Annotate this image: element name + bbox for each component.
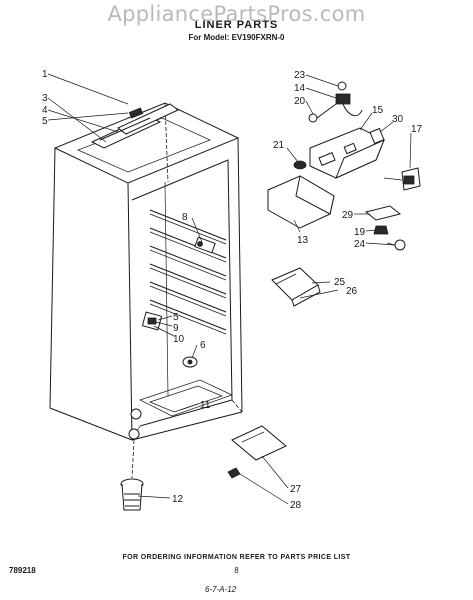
callout-30: 30 — [392, 114, 404, 125]
thermostat-parts — [293, 81, 363, 170]
callout-5b: 5 — [173, 312, 179, 323]
callout-21: 21 — [273, 140, 285, 151]
liner-front-edge — [49, 147, 56, 409]
callout-28: 28 — [290, 500, 302, 511]
callout-15: 15 — [372, 105, 384, 116]
callout-11: 11 — [200, 400, 211, 411]
callout-29: 29 — [342, 210, 354, 221]
liner-front-right-edge — [127, 182, 133, 441]
diagram-title: LINER PARTS — [194, 19, 279, 31]
callout-3: 3 — [42, 93, 48, 104]
callout-8: 8 — [182, 212, 188, 223]
switch-part — [383, 167, 421, 191]
watermark: AppliancePartsPros.com — [107, 2, 366, 26]
callout-24: 24 — [354, 239, 366, 250]
top-trim-parts — [90, 103, 179, 149]
deflector-part — [271, 267, 321, 307]
callout-12: 12 — [172, 494, 184, 505]
model-label: For Model: EV190FXRN-0 — [188, 33, 285, 42]
callout-4: 4 — [42, 105, 48, 116]
shelf-rails — [149, 209, 227, 335]
liner-back-edge — [237, 137, 243, 413]
drain-parts — [120, 408, 287, 511]
callout-25: 25 — [334, 277, 346, 288]
callout-5: 5 — [42, 116, 48, 127]
document-number: 789218 — [9, 566, 36, 575]
control-housing — [267, 127, 385, 229]
callout-20: 20 — [294, 96, 306, 107]
liner-cabinet — [49, 102, 243, 441]
page-number: 8 — [234, 566, 239, 575]
callout-26: 26 — [346, 286, 358, 297]
callout-27: 27 — [290, 484, 302, 495]
callout-13: 13 — [297, 235, 309, 246]
callout-14: 14 — [294, 83, 306, 94]
leader-lines — [47, 73, 412, 505]
handwritten-note: 6-7-A-12 — [205, 585, 237, 594]
callout-6: 6 — [200, 340, 206, 351]
callout-17: 17 — [411, 124, 423, 135]
callout-labels: 1 3 4 5 23 14 20 15 30 17 21 13 29 19 24… — [42, 69, 423, 511]
callout-23: 23 — [294, 70, 306, 81]
callout-9: 9 — [173, 323, 179, 334]
light-socket-parts — [364, 205, 406, 251]
callout-19: 19 — [354, 227, 366, 238]
ordering-info: FOR ORDERING INFORMATION REFER TO PARTS … — [122, 554, 351, 561]
callout-10: 10 — [173, 334, 185, 345]
callout-1: 1 — [42, 69, 48, 80]
